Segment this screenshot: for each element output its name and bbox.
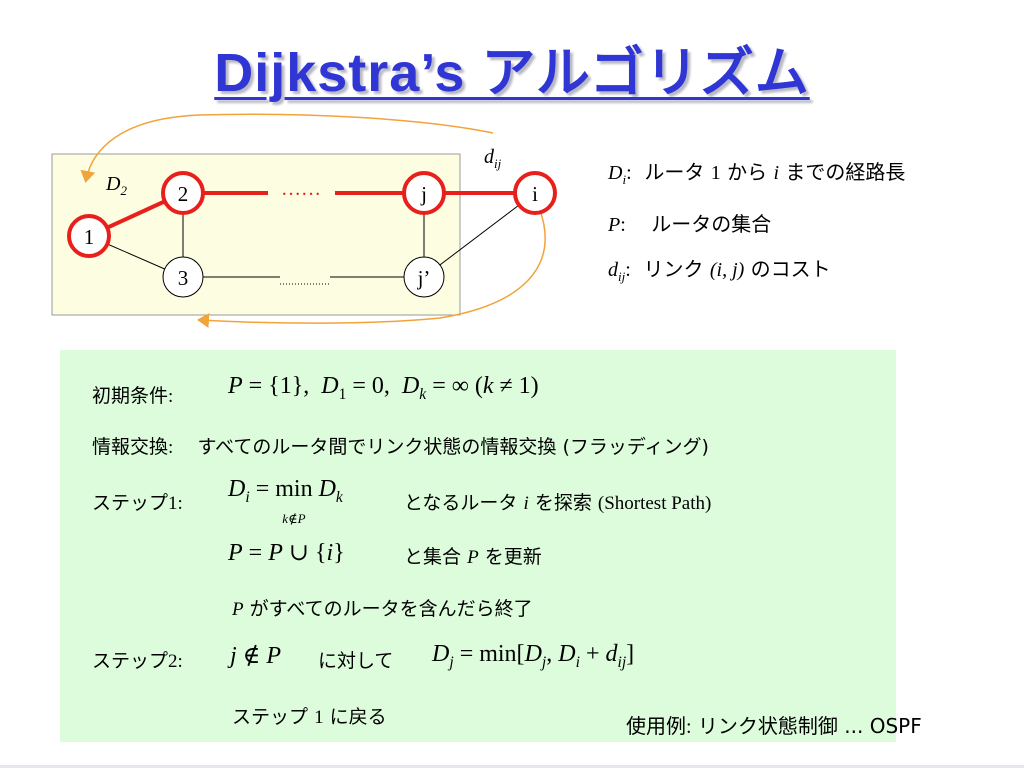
node-j-label: j (420, 182, 427, 206)
node-1: 1 (67, 214, 111, 258)
legend-P: P: ルータの集合 (608, 212, 772, 236)
bottom-divider (0, 765, 1024, 768)
algorithm-panel (60, 350, 896, 742)
node-1-label: 1 (84, 225, 95, 249)
node-jprime-label: j’ (417, 266, 431, 290)
edge-i-jp (423, 192, 536, 278)
step1-label: ステップ1: (92, 492, 183, 514)
path-ellipsis: …… (281, 178, 321, 200)
node-3: 3 (162, 256, 204, 298)
back-to-step1: ステップ 1 に戻る (232, 706, 387, 728)
node-i-label: i (532, 182, 538, 206)
label-dij: dij (484, 146, 502, 171)
node-i: i (513, 171, 557, 215)
legend: Di: ルータ 1 から i までの経路長 P: ルータの集合 dij: リンク… (608, 150, 905, 299)
network-diagram: …… 1 2 3 j i j’ D2 dij (51, 113, 557, 329)
graph-panel (51, 153, 461, 316)
slide-title: Dijkstra’s アルゴリズム (214, 43, 810, 103)
legend-Di: Di: ルータ 1 から i までの経路長 (608, 160, 906, 187)
top-arrow (80, 113, 494, 183)
step1b-formula: P = P ∪ {i} (228, 540, 345, 566)
step1b-desc: と集合 P を更新 (404, 546, 542, 568)
step2-formula: Dj = min[Dj, Di + dij] (432, 641, 635, 671)
step2-text: に対して (318, 650, 394, 672)
bottom-arrow (197, 209, 546, 329)
label-D2: D2 (105, 173, 127, 198)
end-condition: P がすべてのルータを含んだら終了 (232, 598, 533, 620)
init-label: 初期条件: (92, 385, 174, 407)
node-2-label: 2 (178, 182, 189, 206)
node-jprime: j’ (403, 256, 445, 298)
usage-example: 使用例: リンク状態制御 ... OSPF (626, 714, 922, 738)
step1-desc: となるルータ i を探索 (Shortest Path) (404, 492, 712, 514)
exchange-row: 情報交換: すべてのルータ間でリンク状態の情報交換 (フラッディング) (92, 436, 709, 458)
init-formula: P = {1}, D1 = 0, Dk = ∞ (k ≠ 1) (228, 373, 539, 403)
node-3-label: 3 (178, 266, 189, 290)
node-j: j (402, 171, 446, 215)
step2-cond: j ∉ P (230, 643, 282, 669)
node-2: 2 (161, 171, 205, 215)
legend-dij: dij: リンク (i, j) のコスト (608, 257, 831, 284)
step2-label: ステップ2: (92, 650, 183, 672)
